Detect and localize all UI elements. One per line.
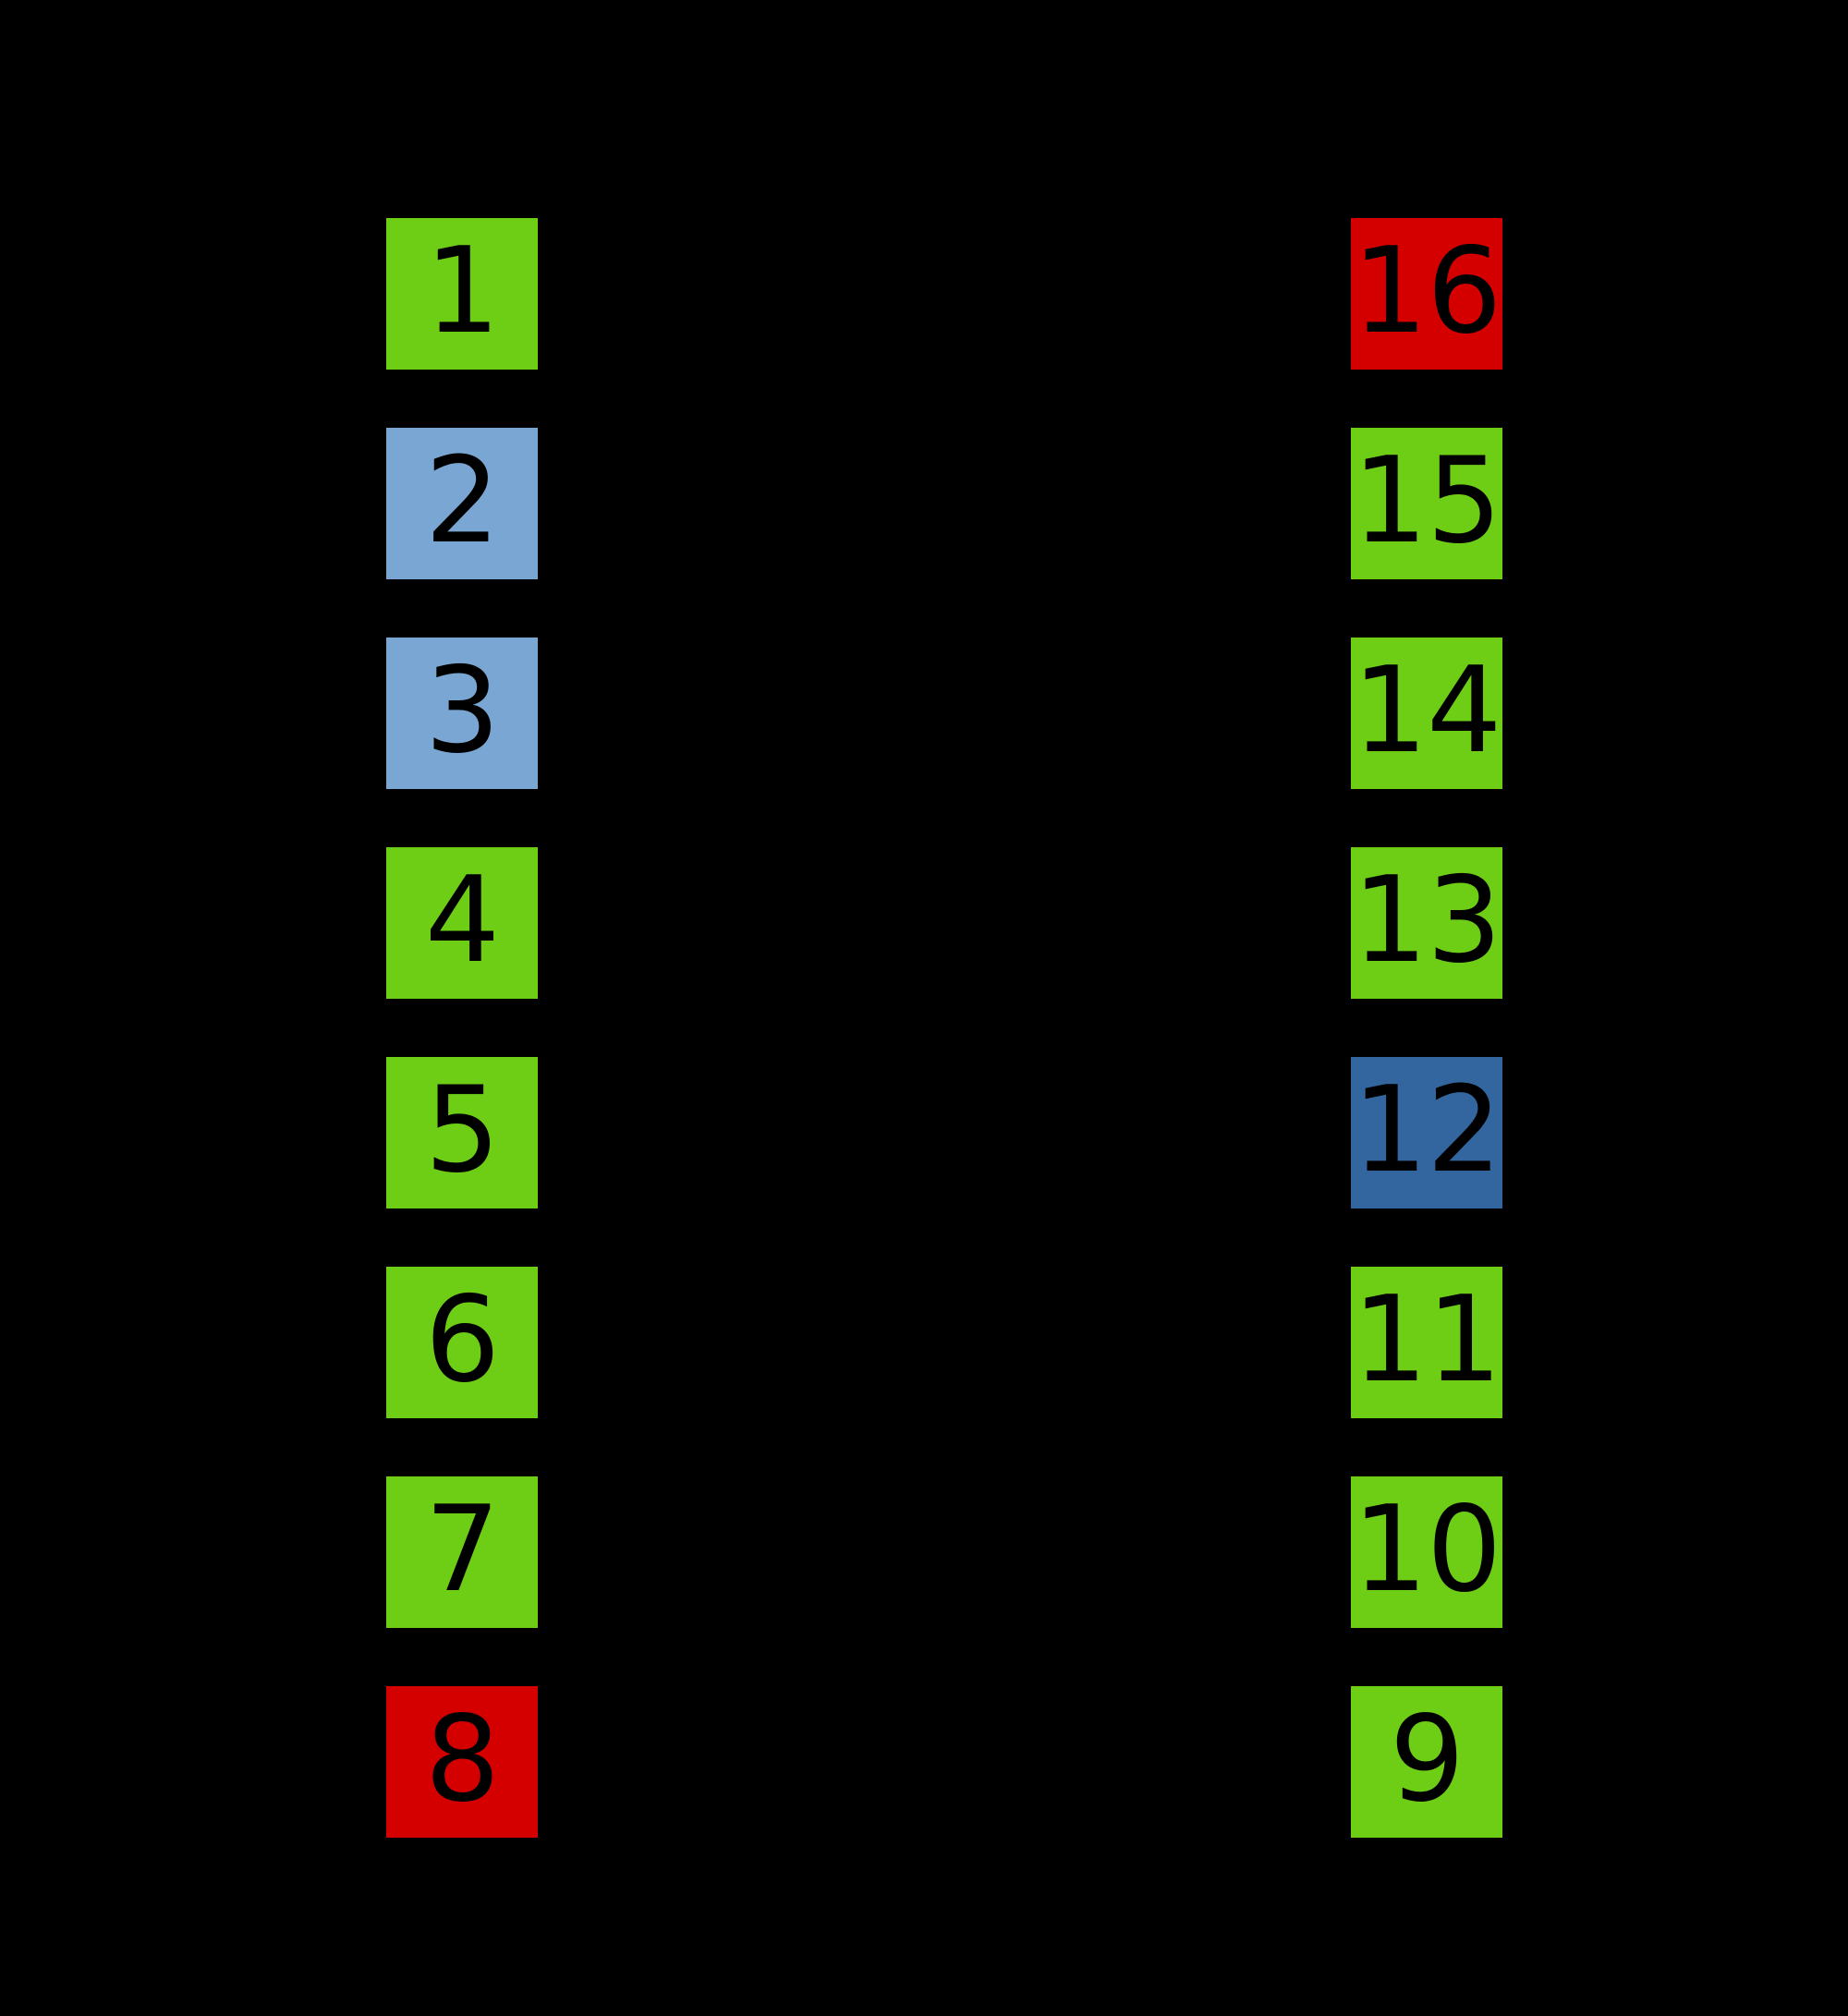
tile-label: 10 [1352, 1481, 1502, 1619]
tile-label: 13 [1352, 852, 1502, 990]
tile-12[interactable]: 12 [1351, 1057, 1502, 1208]
tile-3[interactable]: 3 [386, 638, 538, 789]
tile-label: 7 [424, 1481, 500, 1619]
tile-label: 5 [424, 1062, 500, 1199]
tile-5[interactable]: 5 [386, 1057, 538, 1208]
tile-15[interactable]: 15 [1351, 428, 1502, 579]
tile-11[interactable]: 11 [1351, 1267, 1502, 1418]
tile-label: 11 [1352, 1271, 1502, 1409]
tile-label: 8 [424, 1691, 500, 1828]
tile-10[interactable]: 10 [1351, 1476, 1502, 1628]
tile-14[interactable]: 14 [1351, 638, 1502, 789]
tile-4[interactable]: 4 [386, 847, 538, 999]
tile-label: 9 [1389, 1691, 1465, 1828]
tile-label: 16 [1352, 223, 1502, 360]
tile-label: 1 [424, 223, 500, 360]
tile-label: 3 [424, 642, 500, 780]
tile-2[interactable]: 2 [386, 428, 538, 579]
tile-16[interactable]: 16 [1351, 218, 1502, 370]
tile-9[interactable]: 9 [1351, 1686, 1502, 1838]
tile-label: 4 [424, 852, 500, 990]
tile-13[interactable]: 13 [1351, 847, 1502, 999]
tile-label: 14 [1352, 642, 1502, 780]
tile-6[interactable]: 6 [386, 1267, 538, 1418]
tile-label: 6 [424, 1271, 500, 1409]
tile-8[interactable]: 8 [386, 1686, 538, 1838]
tile-label: 12 [1352, 1062, 1502, 1199]
tile-label: 15 [1352, 432, 1502, 570]
tile-7[interactable]: 7 [386, 1476, 538, 1628]
tile-1[interactable]: 1 [386, 218, 538, 370]
tile-label: 2 [424, 432, 500, 570]
